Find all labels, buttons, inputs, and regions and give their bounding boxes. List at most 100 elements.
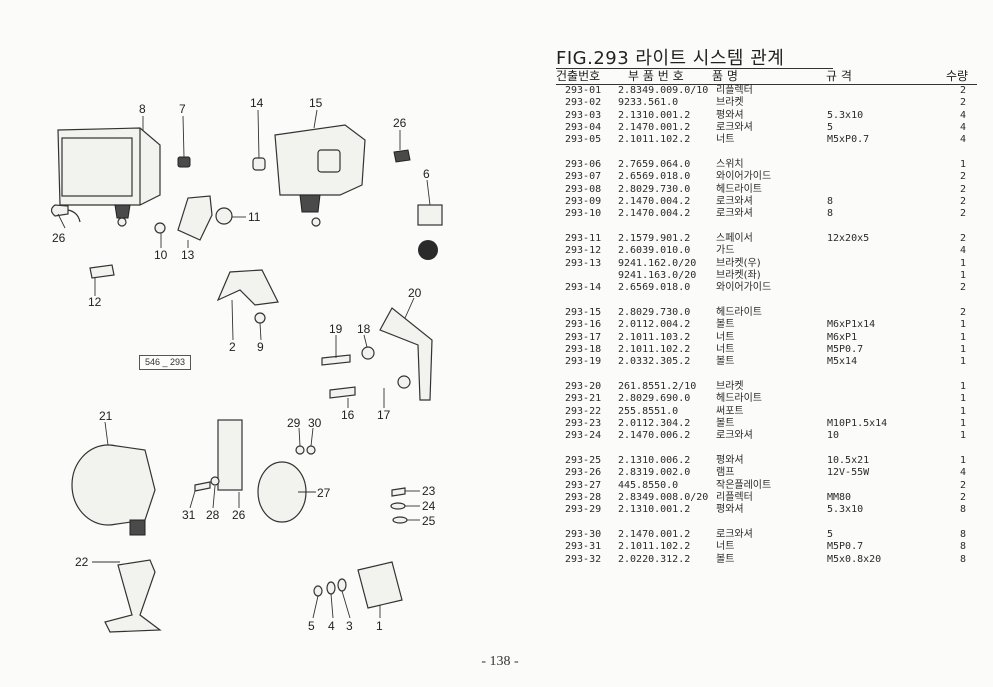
- part-number-cell: 9241.163.0/20: [618, 269, 697, 281]
- part-name-cell: 작은플레이트: [716, 479, 772, 491]
- qty-cell: 1: [959, 343, 966, 355]
- header-qty: 수량: [946, 69, 969, 83]
- part-name-cell: 로크와셔: [716, 121, 753, 133]
- part-number-cell: 445.8550.0: [618, 479, 679, 491]
- qty-cell: 1: [959, 269, 966, 281]
- qty-cell: 8: [959, 541, 966, 553]
- header-part-number: 부 품 번 호: [628, 69, 684, 83]
- spec-cell: M5x0.8x20: [827, 553, 882, 565]
- part-number-cell: 2.1470.001.2: [618, 121, 691, 133]
- part-name-cell: 램프: [716, 467, 735, 479]
- spec-cell: M6xP1: [827, 331, 858, 343]
- part-name-cell: 스위치: [716, 159, 744, 170]
- part-no-cell: 293-28: [565, 491, 602, 503]
- qty-cell: 4: [959, 245, 966, 257]
- callout-3: 3: [346, 619, 353, 633]
- part-number-cell: 9233.561.0: [618, 97, 679, 109]
- callout-labels: 8 7 14 15 26 6 26 11 10 13 12 20 19 18 2…: [52, 96, 436, 633]
- part-no-cell: 293-20: [565, 381, 602, 392]
- leader-lines: [57, 109, 431, 619]
- part-name-cell: 평와셔: [716, 504, 744, 516]
- part-name-cell: 너트: [716, 541, 735, 553]
- qty-cell: 1: [959, 356, 966, 368]
- nut-5: [313, 585, 323, 597]
- part-no-cell: 293-16: [565, 319, 602, 331]
- bracket-20: [379, 307, 433, 401]
- qty-cell: 1: [959, 257, 966, 269]
- part-no-cell: 293-07: [565, 171, 602, 183]
- qty-cell: 2: [959, 233, 966, 244]
- header-rule: [556, 84, 977, 85]
- qty-cell: 1: [959, 405, 966, 417]
- headlight-8: [57, 127, 161, 227]
- part-name-cell: 브라켓: [716, 97, 744, 109]
- part-number-cell: 2.0112.304.2: [618, 417, 691, 429]
- spec-cell: 10: [827, 430, 840, 442]
- part-12: [89, 264, 115, 279]
- qty-cell: 4: [959, 467, 966, 479]
- part-number-cell: 2.6039.010.0: [618, 245, 691, 257]
- washer-3: [337, 578, 347, 592]
- qty-cell: 2: [959, 491, 966, 503]
- part-no-cell: 293-22: [565, 405, 602, 417]
- part-no-cell: 293-12: [565, 245, 602, 257]
- callout-14: 14: [250, 96, 264, 110]
- part-name-cell: 볼트: [716, 553, 735, 565]
- part-number-cell: 2.8029.730.0: [618, 307, 691, 318]
- part-name-cell: 볼트: [716, 319, 735, 331]
- part-no-cell: 293-02: [565, 97, 602, 109]
- bolt-16: [329, 386, 356, 399]
- qty-cell: 8: [959, 529, 966, 540]
- part-no-cell: 293-23: [565, 417, 602, 429]
- spec-cell: M5P0.7: [827, 343, 864, 355]
- qty-cell: 2: [959, 195, 966, 207]
- qty-cell: 2: [959, 479, 966, 491]
- part-name-cell: 볼트: [716, 356, 735, 368]
- part-no-cell: 293-17: [565, 331, 602, 343]
- part-name-cell: 리플렉터: [716, 491, 753, 503]
- header-name: 품 명: [712, 69, 738, 83]
- part-no-cell: 293-10: [565, 208, 602, 220]
- callout-26-left: 26: [52, 231, 66, 245]
- qty-cell: 1: [959, 455, 966, 466]
- page-number: - 138 -: [481, 654, 519, 669]
- part-no-cell: 293-14: [565, 282, 602, 294]
- spacer-11: [215, 207, 233, 225]
- part-name-cell: 브라켓: [716, 381, 744, 392]
- spec-cell: M5xP0.7: [827, 134, 870, 146]
- part-no-cell: 293-24: [565, 430, 602, 442]
- qty-cell: 2: [959, 183, 966, 195]
- part-no-cell: 293-01: [565, 85, 602, 96]
- part-name-cell: 헤드라이트: [716, 183, 762, 195]
- washer-25: [392, 516, 408, 524]
- callout-20: 20: [408, 286, 422, 300]
- part-number-cell: 255.8551.0: [618, 405, 679, 417]
- header-no: 건출번호: [556, 69, 601, 83]
- part-number-cell: 2.1579.901.2: [618, 233, 691, 244]
- part-number-cell: 2.1011.102.2: [618, 343, 691, 355]
- part-number-cell: 2.0220.312.2: [618, 553, 691, 565]
- table-row: 293-02 9233.561.0 브라켓 2: [0, 97, 993, 109]
- part-name-cell: 와이어가이드: [716, 282, 772, 294]
- qty-cell: 4: [959, 121, 966, 133]
- part-number-cell: 2.1470.006.2: [618, 430, 691, 442]
- part-number-cell: 2.8029.690.0: [618, 393, 691, 405]
- part-number-cell: 2.1470.001.2: [618, 529, 691, 540]
- support-22: [104, 559, 162, 633]
- callout-15: 15: [309, 96, 323, 110]
- qty-cell: 2: [959, 97, 966, 109]
- callout-16: 16: [341, 408, 355, 422]
- callout-23: 23: [422, 484, 436, 498]
- spec-cell: MM80: [827, 491, 852, 503]
- callout-22: 22: [75, 555, 89, 569]
- part-name-cell: 가드: [716, 245, 735, 257]
- callout-4: 4: [328, 619, 335, 633]
- spec-cell: 12x20x5: [827, 233, 870, 244]
